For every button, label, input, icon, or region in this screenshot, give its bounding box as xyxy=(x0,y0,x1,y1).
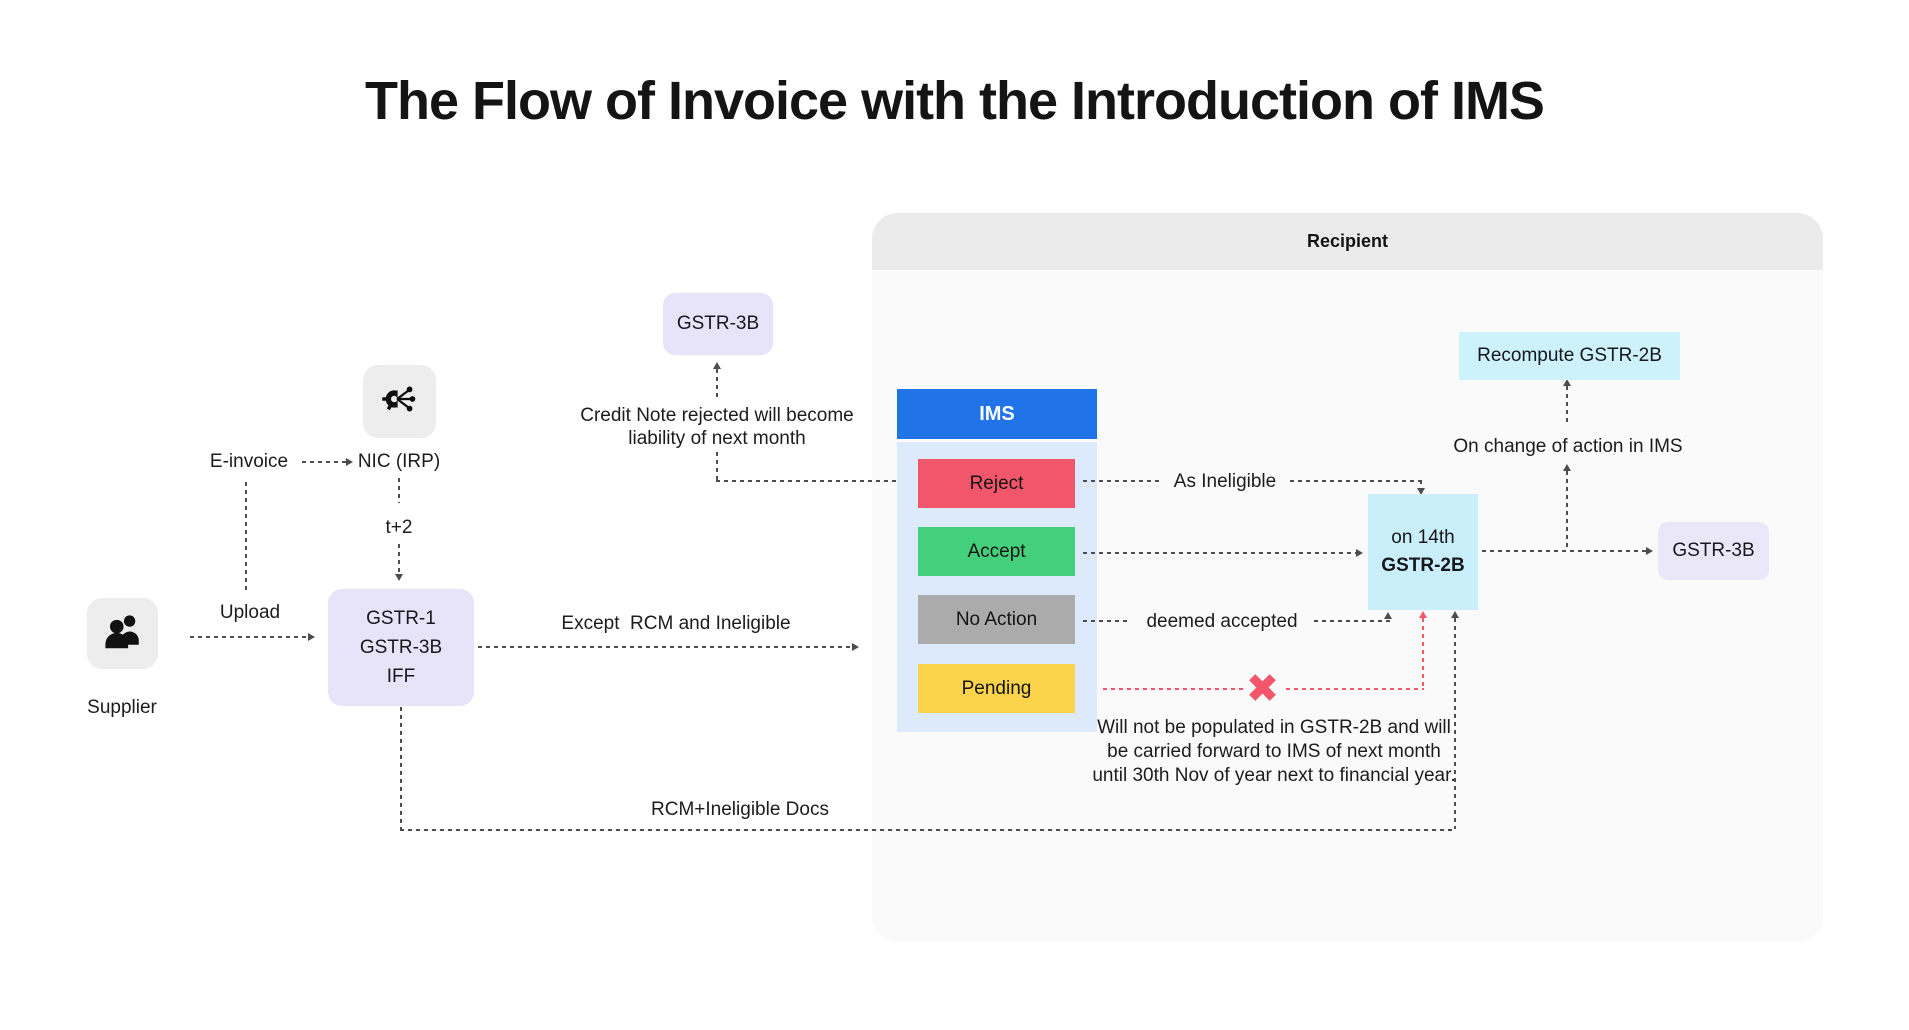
connector-upload xyxy=(190,636,308,638)
page-title: The Flow of Invoice with the Introductio… xyxy=(365,71,1545,131)
supplier-filing-line1: GSTR-1 xyxy=(366,608,436,629)
supplier-tile xyxy=(87,598,158,669)
gstr2b-box: on 14th GSTR-2B xyxy=(1368,494,1478,610)
arrow-pending-gstr2b xyxy=(1419,611,1427,618)
gstr3b-liability-box: GSTR-3B xyxy=(663,293,773,355)
upload-label: Upload xyxy=(219,602,281,623)
connector-gstr2b-gstr3b xyxy=(1482,550,1646,552)
connector-reject-ineligible-2 xyxy=(1290,480,1422,482)
supplier-label: Supplier xyxy=(87,697,157,718)
ims-action-reject: Reject xyxy=(918,459,1075,508)
connector-creditnote-down xyxy=(716,452,718,480)
ims-action-accept: Accept xyxy=(918,527,1075,576)
arrow-except-rcm xyxy=(852,643,859,651)
arrow-t2-filing xyxy=(395,574,403,581)
recipient-panel-header: Recipient xyxy=(872,213,1823,270)
nic-irp-label: NIC (IRP) xyxy=(357,451,441,472)
gear-network-icon xyxy=(377,376,423,427)
arrow-rcm-gstr2b xyxy=(1451,611,1459,618)
connector-rcm-bottom xyxy=(400,829,1456,831)
arrow-onchange-recompute xyxy=(1563,379,1571,386)
cross-icon xyxy=(1244,669,1281,711)
accept-label: Accept xyxy=(967,540,1026,562)
ims-action-pending: Pending xyxy=(918,664,1075,713)
recipient-title: Recipient xyxy=(1306,231,1389,251)
arrow-deemed-gstr2b xyxy=(1384,612,1392,619)
connector-nic-t2 xyxy=(398,478,400,503)
connector-creditnote-up xyxy=(716,369,718,398)
gstr2b-line1: on 14th xyxy=(1391,527,1455,548)
supplier-filing-line2: GSTR-3B xyxy=(359,637,443,658)
recompute-gstr2b-box: Recompute GSTR-2B xyxy=(1459,332,1680,380)
arrow-creditnote-gstr3b xyxy=(713,362,721,369)
ims-header: IMS xyxy=(897,389,1097,439)
e-invoice-label: E-invoice xyxy=(209,451,289,472)
connector-einvoice-nic xyxy=(302,461,346,463)
connector-onchange-upper xyxy=(1566,386,1568,422)
connector-noaction-2 xyxy=(1314,620,1390,622)
connector-accept-gstr2b xyxy=(1083,552,1356,554)
arrow-onchange-lower xyxy=(1563,464,1571,471)
connector-onchange-lower xyxy=(1566,471,1568,549)
connector-pending-1 xyxy=(1103,688,1243,690)
arrow-accept-gstr2b xyxy=(1356,549,1363,557)
supplier-filing-line3: IFF xyxy=(386,666,416,687)
t-plus-2-label: t+2 xyxy=(385,517,413,538)
connector-noaction-1 xyxy=(1083,620,1131,622)
credit-note-text: Credit Note rejected will become liabili… xyxy=(580,405,854,449)
connector-except-rcm xyxy=(478,646,852,648)
gstr3b-recipient-label: GSTR-3B xyxy=(1672,540,1755,561)
connector-pending-2 xyxy=(1286,688,1424,690)
except-rcm-label: Except RCM and Ineligible xyxy=(561,613,791,634)
reject-label: Reject xyxy=(969,472,1024,494)
pending-note-text: Will not be populated in GSTR-2B and wil… xyxy=(1092,717,1456,786)
connector-reject-creditnote xyxy=(716,480,916,482)
gstr3b-liability-label: GSTR-3B xyxy=(676,313,760,334)
gstr3b-recipient-box: GSTR-3B xyxy=(1658,522,1769,580)
people-icon xyxy=(101,609,145,658)
arrow-einvoice-nic xyxy=(346,458,353,466)
connector-t2-filing xyxy=(398,544,400,574)
arrow-upload xyxy=(308,633,315,641)
connector-pending-up xyxy=(1422,618,1424,688)
no-action-label: No Action xyxy=(955,608,1038,630)
on-change-label: On change of action in IMS xyxy=(1453,436,1683,457)
gstr2b-line2: GSTR-2B xyxy=(1381,555,1465,576)
supplier-filing-box: GSTR-1 GSTR-3B IFF xyxy=(328,589,474,706)
recompute-gstr2b-label: Recompute GSTR-2B xyxy=(1477,345,1662,366)
connector-rcm-down xyxy=(400,707,402,829)
as-ineligible-label: As Ineligible xyxy=(1173,471,1277,492)
arrow-ineligible-gstr2b xyxy=(1417,488,1425,495)
nic-tile xyxy=(363,365,436,438)
pending-label: Pending xyxy=(961,677,1032,699)
arrow-gstr2b-gstr3b xyxy=(1646,547,1653,555)
ims-action-no-action: No Action xyxy=(918,595,1075,644)
connector-reject-ineligible-1 xyxy=(1083,480,1163,482)
deemed-accepted-label: deemed accepted xyxy=(1146,611,1298,632)
rcm-docs-label: RCM+Ineligible Docs xyxy=(651,799,829,820)
ims-title: IMS xyxy=(979,402,1015,425)
connector-einvoice-upload xyxy=(245,482,247,592)
connector-rcm-up xyxy=(1454,618,1456,829)
connector-ineligible-drop xyxy=(1420,480,1422,488)
